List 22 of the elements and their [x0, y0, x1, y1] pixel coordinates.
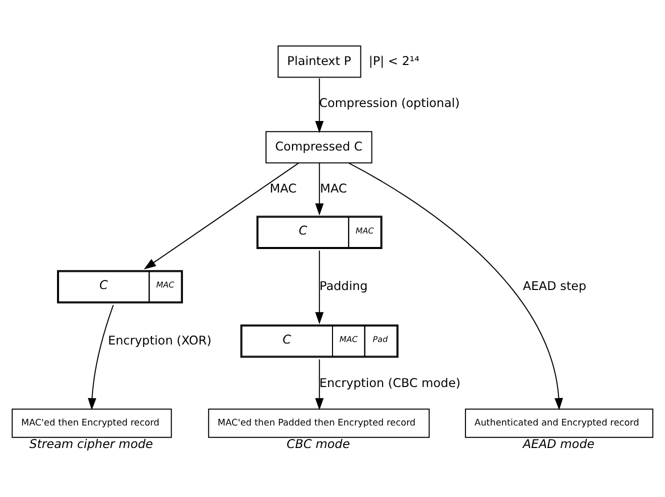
node-label: AEAD mode [522, 437, 594, 452]
edge-label: Padding [320, 278, 368, 293]
arrow [144, 162, 300, 270]
node-label: Stream cipher mode [29, 437, 153, 452]
edge-label: AEAD step [522, 278, 586, 293]
arrow [315, 78, 324, 134]
arrow [315, 163, 324, 216]
arrow [315, 250, 324, 324]
arrow [348, 162, 563, 410]
node-label: |P| < 2¹⁴ [368, 54, 420, 68]
edge-label: Encryption (CBC mode) [319, 376, 460, 390]
node-box: Authenticated and Encrypted record [464, 408, 654, 438]
node-box: MAC'ed then Encrypted record [12, 408, 172, 438]
node-label: CBC mode [286, 437, 350, 452]
node-box: MAC'ed then Padded then Encrypted record [208, 408, 430, 438]
arrow [315, 359, 324, 410]
arrow [88, 304, 114, 410]
node-box: Compressed C [266, 131, 372, 164]
edge-label: Encryption (XOR) [108, 333, 212, 348]
edge-label: MAC [270, 182, 297, 196]
node-box: Plaintext P [278, 46, 362, 78]
edge-label: MAC [320, 182, 347, 196]
